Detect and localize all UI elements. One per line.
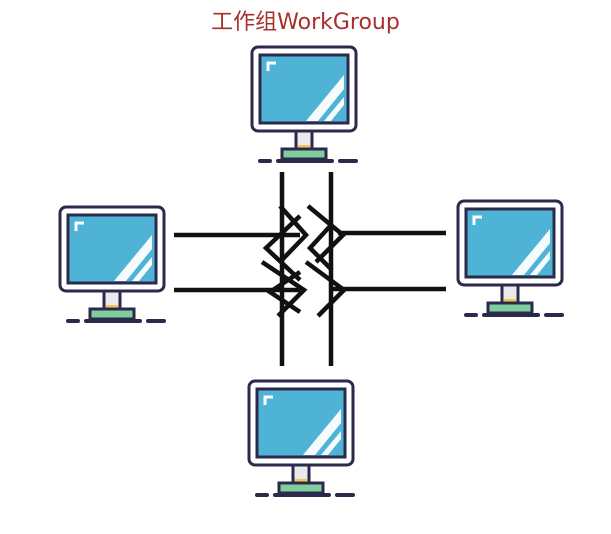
chevron-7 [265,270,302,314]
computer-bottom [247,379,355,497]
diagram-title: 工作组WorkGroup [211,10,400,35]
computer-monitor-icon [456,199,564,317]
computer-monitor-icon [58,205,166,323]
connections [174,172,446,366]
computer-left [58,205,166,323]
computer-monitor-icon [247,379,355,497]
chevron-3 [262,214,302,282]
computer-right [456,199,564,317]
chevron-1 [278,204,310,264]
computer-monitor-icon [250,45,358,163]
chevron-4 [306,222,334,272]
chevron-5 [260,260,308,318]
chevron-2 [306,204,347,264]
chevron-6 [304,260,348,318]
computer-top [250,45,358,163]
